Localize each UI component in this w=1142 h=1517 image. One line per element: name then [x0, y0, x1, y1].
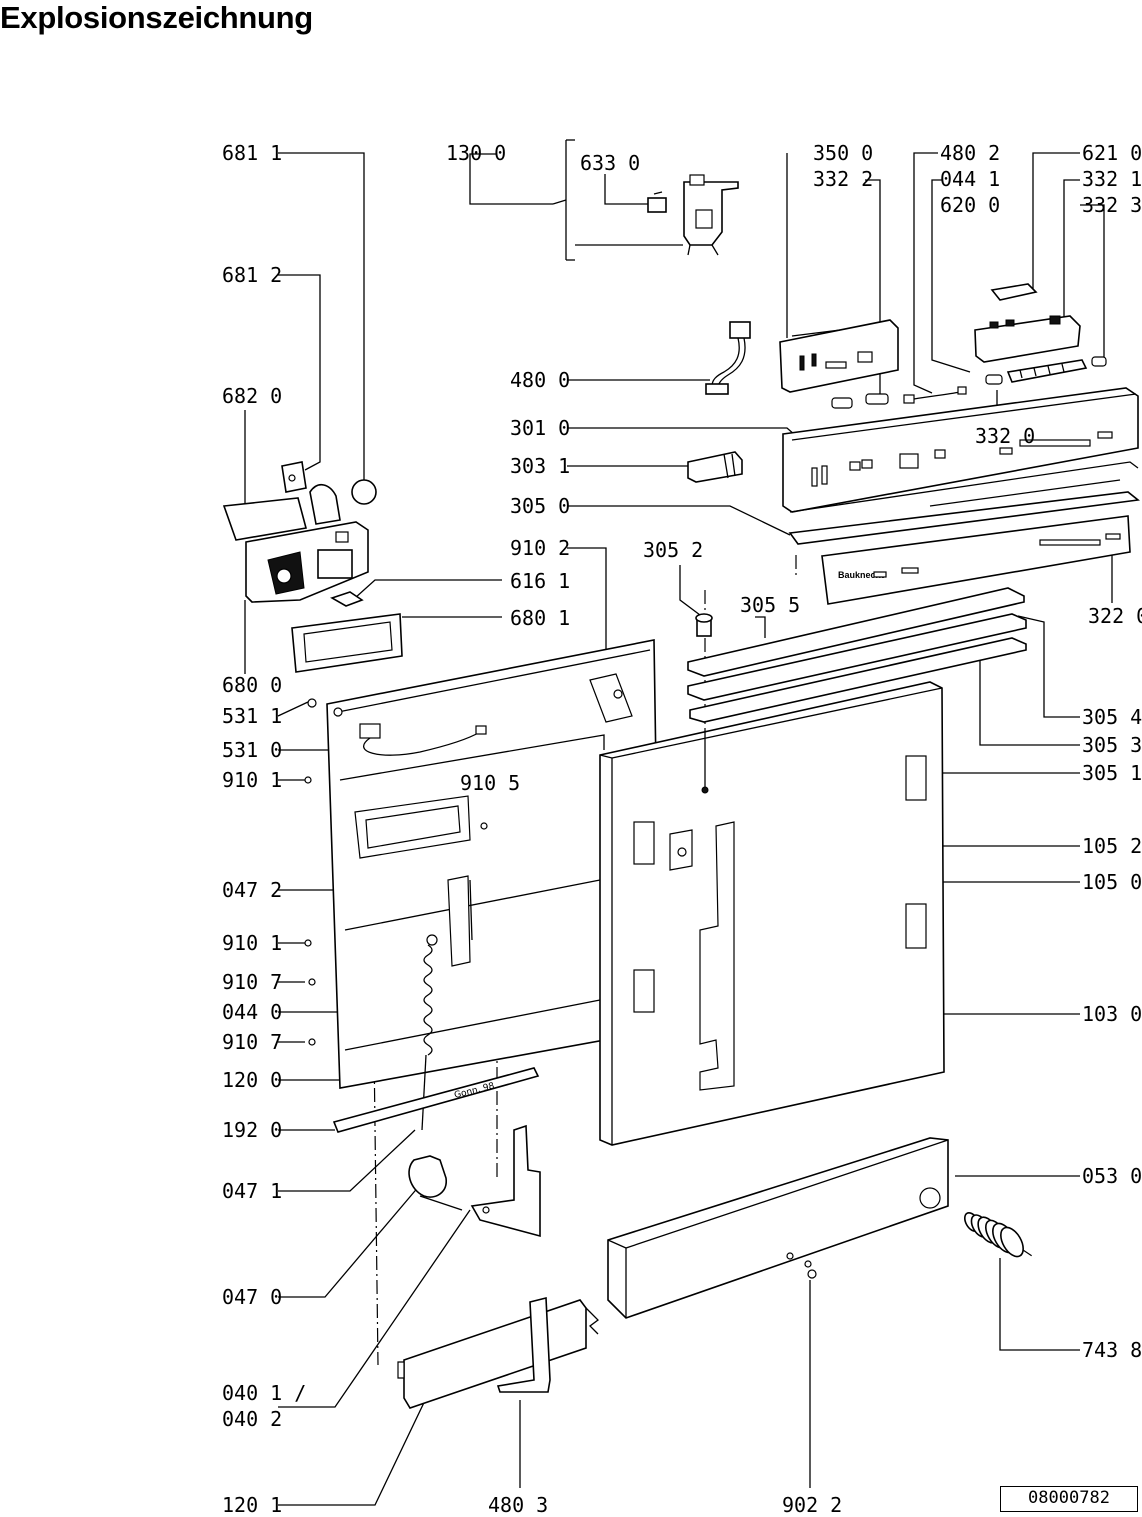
part-621-0-component [990, 283, 1038, 301]
callout-910-1: 910 1 [222, 768, 282, 792]
callout-130-0: 130 0 [446, 141, 506, 165]
part-680-1-seal [291, 613, 403, 673]
callout-743-8: 743 8 [1082, 1338, 1142, 1362]
callout-910-7: 910 7 [222, 970, 282, 994]
part-130-0-door-lock [683, 174, 739, 256]
part-910-5-screw [480, 822, 488, 830]
part-910-1-screw [304, 776, 312, 784]
callout-910-7b: 910 7 [222, 1030, 282, 1054]
callout-680-1: 680 1 [510, 606, 570, 630]
part-044-1-cable [903, 386, 967, 404]
callout-332-0: 332 0 [975, 424, 1035, 448]
callout-044-0: 044 0 [222, 1000, 282, 1024]
part-322-0-front-panel: Bauknecht [821, 515, 1131, 605]
callout-621-0: 621 0 [1082, 141, 1142, 165]
part-480-0-wire-harness [705, 321, 751, 395]
callout-047-2: 047 2 [222, 878, 282, 902]
callout-053-0: 053 0 [1082, 1164, 1142, 1188]
callout-305-1: 305 1 [1082, 761, 1142, 785]
screws [304, 689, 623, 1046]
callout-616-1: 616 1 [510, 569, 570, 593]
part-332-1-button-strip [985, 356, 1107, 385]
callout-531-0: 531 0 [222, 738, 282, 762]
part-531-1-screw [307, 698, 317, 708]
callout-120-0: 120 0 [222, 1068, 282, 1092]
callout-332-1: 332 1 [1082, 167, 1142, 191]
part-044-0-spring [421, 934, 438, 1131]
callout-332-3: 332 3 [1082, 193, 1142, 217]
callout-305-5: 305 5 [740, 593, 800, 617]
callout-681-2: 681 2 [222, 263, 282, 287]
callout-480-0: 480 0 [510, 368, 570, 392]
part-305-2-post [695, 613, 713, 637]
part-910-2-screw [613, 689, 623, 699]
callout-531-1: 531 1 [222, 704, 282, 728]
callout-192-0: 192 0 [222, 1118, 282, 1142]
part-103-0-outer-door [599, 681, 945, 1146]
callout-301-0: 301 0 [510, 416, 570, 440]
part-480-3-handle [496, 1296, 551, 1393]
callout-910-5: 910 5 [460, 771, 520, 795]
callout-682-0: 682 0 [222, 384, 282, 408]
page-title: Explosionszeichnung [0, 0, 313, 35]
brand-logo-text: Bauknecht [838, 570, 884, 580]
callout-103-0: 103 0 [1082, 1002, 1142, 1026]
part-047-0-hinge [408, 1155, 463, 1211]
callout-305-3: 305 3 [1082, 733, 1142, 757]
document-number: 08000782 [1028, 1488, 1110, 1508]
part-910-1-screw-b [304, 939, 312, 947]
callout-047-0: 047 0 [222, 1285, 282, 1309]
callout-labels: 681 1 130 0 633 0 350 0 332 2 480 2 044 … [222, 141, 1142, 1517]
part-633-0-microswitch [647, 191, 667, 213]
part-681-2-clip [281, 461, 307, 493]
callout-480-3: 480 3 [488, 1493, 548, 1517]
part-305-5-rail [687, 587, 1025, 677]
callout-350-0: 350 0 [813, 141, 873, 165]
callout-303-1: 303 1 [510, 454, 570, 478]
callout-680-0: 680 0 [222, 673, 282, 697]
callout-480-2: 480 2 [940, 141, 1000, 165]
document-number-box: 08000782 [1000, 1486, 1138, 1512]
part-303-1-handle-cover [687, 451, 743, 483]
part-620-0-display-board [974, 315, 1081, 363]
part-902-2-screw [804, 1260, 817, 1279]
part-305-0-strip [788, 491, 1140, 545]
part-040-1-bracket [470, 1124, 541, 1238]
callout-105-2: 105 2 [1082, 834, 1142, 858]
part-301-0-control-panel [782, 387, 1139, 513]
part-350-0-control-board [779, 319, 899, 393]
callout-105-0: 105 0 [1082, 870, 1142, 894]
callout-305-0: 305 0 [510, 494, 570, 518]
callout-910-2: 910 2 [510, 536, 570, 560]
part-332-2-buttons [831, 393, 889, 409]
callout-681-1: 681 1 [222, 141, 282, 165]
callout-322-0: 322 0 [1088, 604, 1142, 628]
callout-620-0: 620 0 [940, 193, 1000, 217]
callout-120-1: 120 1 [222, 1493, 282, 1517]
part-910-7-screw [308, 978, 316, 986]
callout-902-2: 902 2 [782, 1493, 842, 1517]
callout-305-2: 305 2 [643, 538, 703, 562]
callout-040-2: 040 2 [222, 1407, 282, 1431]
callout-633-0: 633 0 [580, 151, 640, 175]
part-120-1-lower-bar [397, 1299, 599, 1409]
part-305-4-rail [687, 613, 1027, 701]
part-053-0-bottom-trim [607, 1137, 949, 1319]
part-531-0-wiring [359, 723, 487, 756]
callout-047-1: 047 1 [222, 1179, 282, 1203]
part-681-1-cap [351, 479, 377, 505]
callout-044-1: 044 1 [940, 167, 1000, 191]
part-910-7-screw-b [308, 1038, 316, 1046]
part-616-1-flap [330, 591, 364, 607]
callout-305-4: 305 4 [1082, 705, 1142, 729]
part-680-0-dispenser [222, 484, 369, 603]
callout-332-2: 332 2 [813, 167, 873, 191]
callout-040-1: 040 1 / [222, 1381, 306, 1405]
part-743-8-spring [963, 1212, 1024, 1258]
callout-910-1b: 910 1 [222, 931, 282, 955]
part-305-3-rail [689, 637, 1027, 723]
